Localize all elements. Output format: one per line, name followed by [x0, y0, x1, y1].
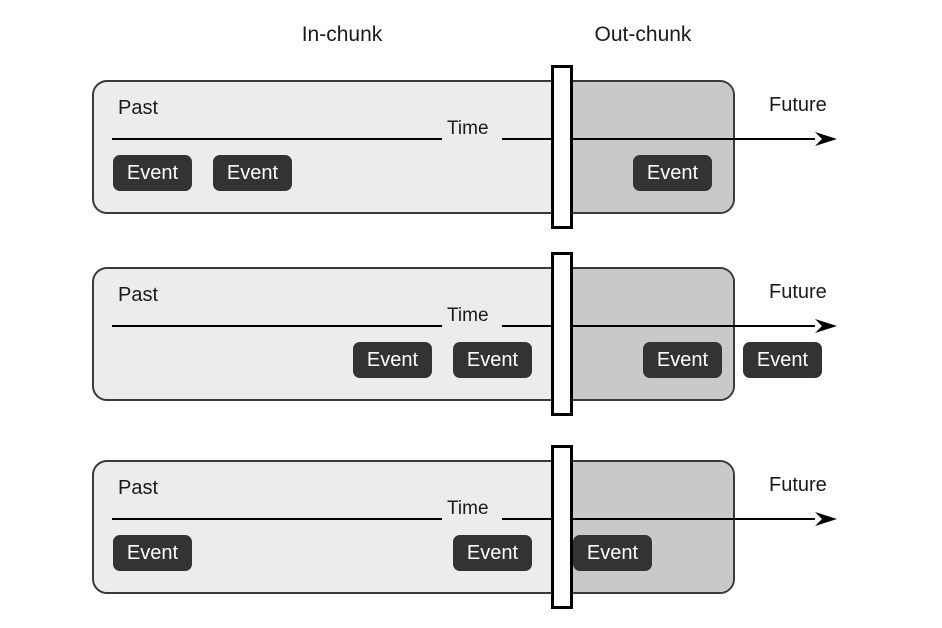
future-label: Future	[769, 474, 827, 496]
chunk-boundary-divider	[551, 445, 573, 609]
event-box[interactable]: Event	[633, 155, 712, 191]
column-header-in-chunk: In-chunk	[301, 23, 383, 46]
past-label: Past	[118, 97, 159, 119]
chunk-container	[92, 267, 735, 401]
time-label: Time	[447, 118, 489, 139]
chunk-container	[92, 460, 735, 594]
out-chunk-region	[551, 82, 733, 212]
event-box[interactable]: Event	[643, 342, 722, 378]
future-label: Future	[769, 281, 827, 303]
event-box[interactable]: Event	[573, 535, 652, 571]
time-label: Time	[447, 305, 489, 326]
event-box[interactable]: Event	[113, 535, 192, 571]
column-header-out-chunk: Out-chunk	[594, 23, 692, 46]
time-label: Time	[447, 498, 489, 519]
out-chunk-region	[551, 462, 733, 592]
event-box[interactable]: Event	[453, 535, 532, 571]
chunk-boundary-divider	[551, 65, 573, 229]
event-box[interactable]: Event	[453, 342, 532, 378]
past-label: Past	[118, 284, 159, 306]
chunk-container	[92, 80, 735, 214]
chunk-boundary-divider	[551, 252, 573, 416]
future-label: Future	[769, 94, 827, 116]
event-box[interactable]: Event	[353, 342, 432, 378]
event-box[interactable]: Event	[213, 155, 292, 191]
event-box[interactable]: Event	[743, 342, 822, 378]
event-box[interactable]: Event	[113, 155, 192, 191]
past-label: Past	[118, 477, 159, 499]
out-chunk-region	[551, 269, 733, 399]
